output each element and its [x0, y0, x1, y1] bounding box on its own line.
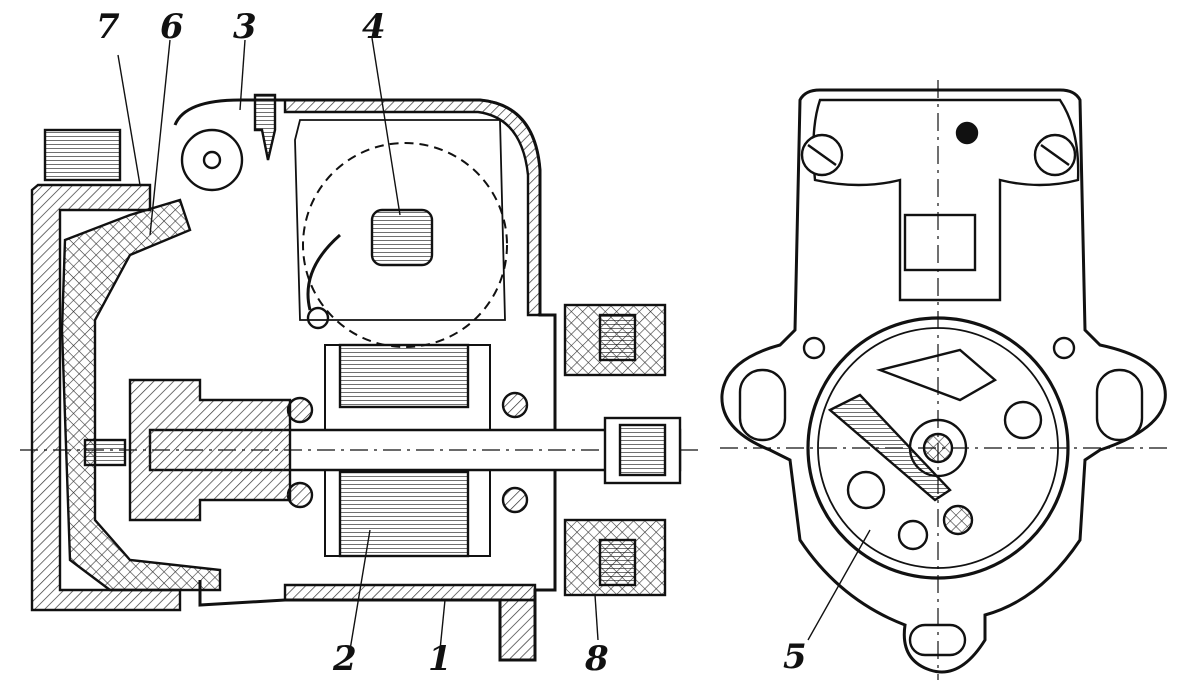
callout-label-5: 5	[783, 637, 807, 677]
distributor-cap	[60, 198, 222, 592]
callout-label-1: 1	[428, 639, 452, 679]
top-pulley	[180, 128, 244, 192]
callout-label-3: 3	[233, 7, 257, 47]
slot-left	[738, 368, 787, 442]
callout-label-7: 7	[96, 7, 120, 47]
upper-window	[903, 213, 977, 272]
breaker-block	[128, 378, 292, 522]
gear-shaft-square	[370, 208, 434, 267]
housing-base-hatch	[283, 583, 537, 602]
adj-screw-3	[897, 519, 929, 551]
mount-right	[1052, 336, 1076, 360]
slot-right	[1095, 368, 1144, 442]
top-screw	[253, 93, 277, 161]
callout-label-6: 6	[160, 7, 184, 47]
callout-label-4: 4	[362, 7, 386, 47]
pivot	[942, 504, 974, 536]
callout-label-8: 8	[585, 639, 609, 679]
gear-outline	[302, 142, 508, 348]
gear-housing	[294, 119, 506, 321]
adj-screw-1	[1003, 400, 1043, 440]
coupling-bolt	[618, 423, 667, 477]
terminal-nut	[43, 128, 122, 182]
end-housing	[720, 88, 1167, 674]
mount-left	[802, 336, 826, 360]
spring-top	[598, 313, 637, 362]
armature-upper	[338, 343, 470, 409]
bearing-left-bottom	[286, 481, 314, 509]
bearing-left-top	[286, 396, 314, 424]
end-view	[720, 80, 1170, 680]
armature-lower	[338, 470, 470, 558]
bearing-right-bottom	[501, 486, 529, 514]
housing-wall-hatch	[283, 98, 542, 317]
callout-label-2: 2	[333, 639, 357, 679]
spring-bottom	[598, 538, 637, 587]
adj-screw-2	[846, 470, 886, 510]
spring-arm	[875, 348, 998, 402]
section-view	[20, 37, 700, 662]
left-nut	[83, 438, 127, 467]
armature-frame	[324, 344, 491, 557]
bearing-right-top	[501, 391, 529, 419]
dot-bolt	[955, 121, 979, 145]
lead-wire	[306, 233, 341, 311]
housing-foot	[498, 598, 537, 662]
